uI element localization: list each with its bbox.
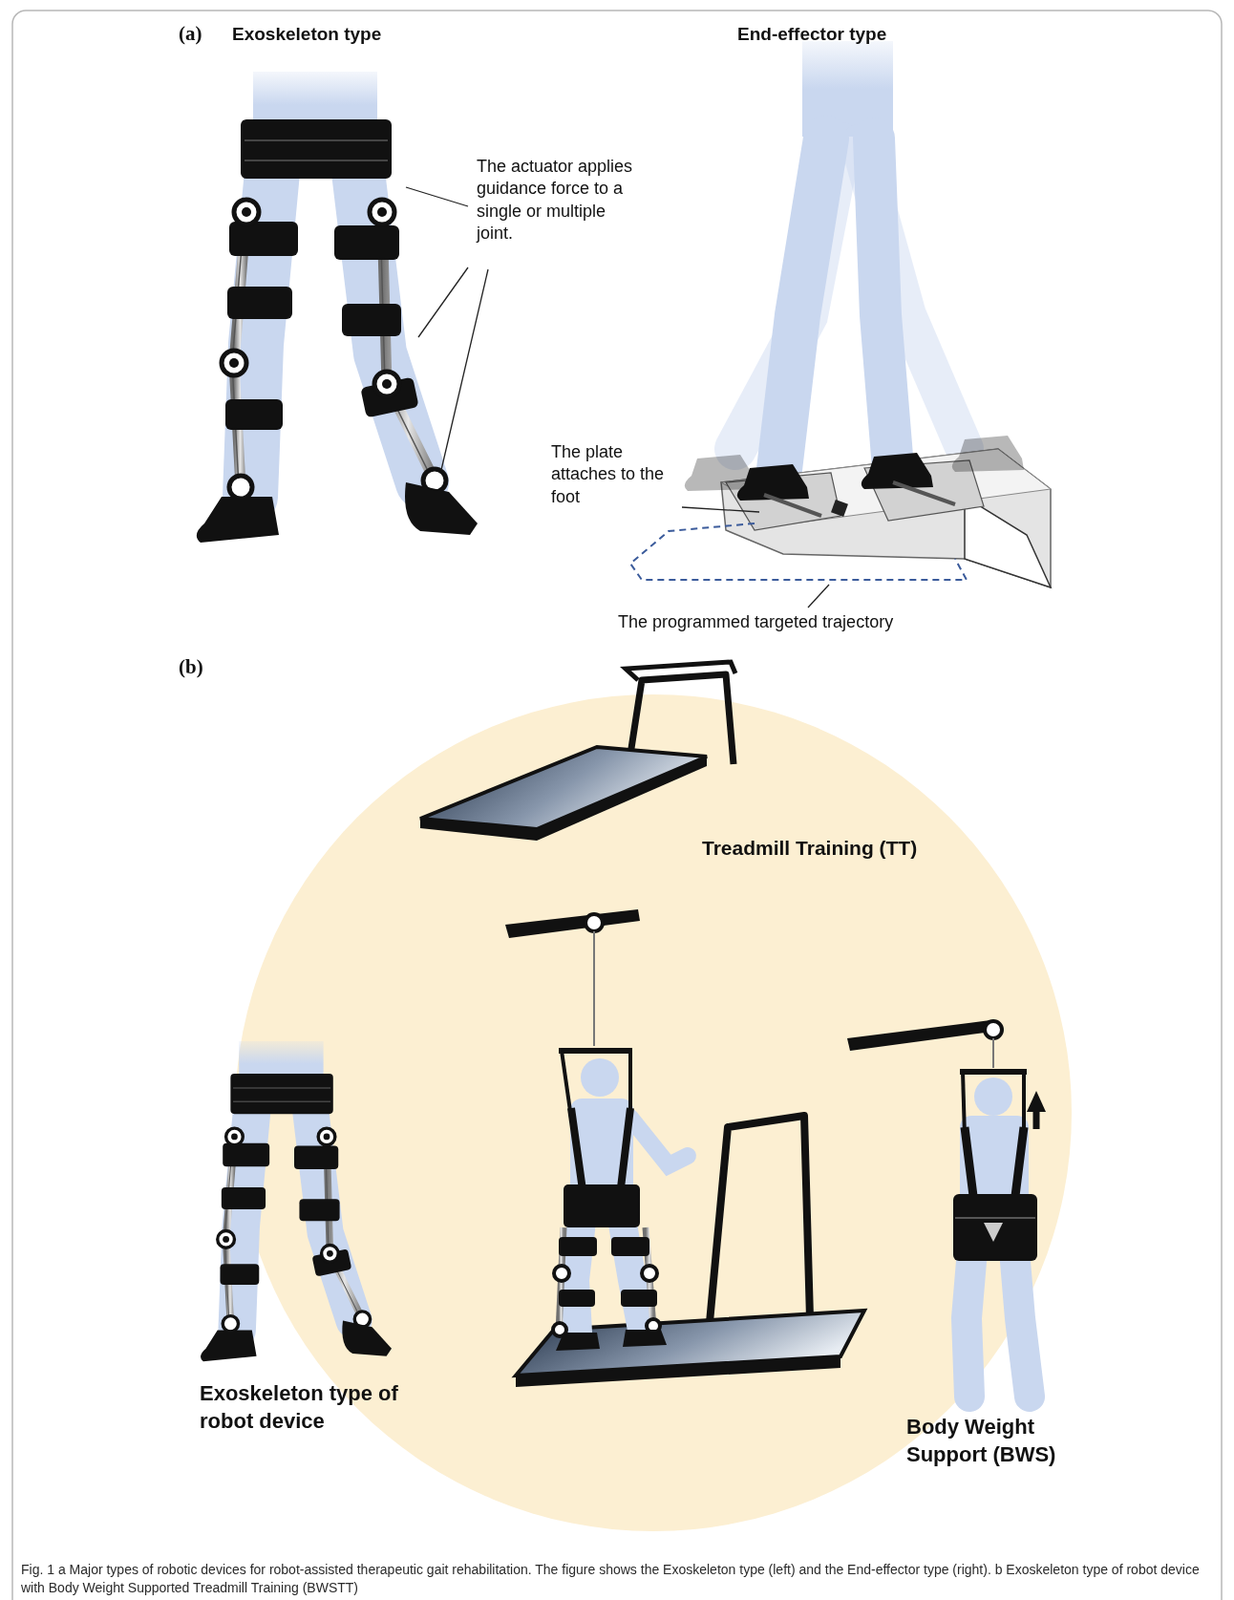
illustration-part — [200, 1041, 392, 1362]
annotation: The programmed targeted trajectory — [617, 611, 962, 634]
illustration-part — [620, 1289, 658, 1307]
illustration-part — [420, 818, 537, 841]
illustration-part — [847, 1020, 993, 1051]
illustration-part — [964, 496, 1051, 588]
illustration-part — [1033, 1109, 1041, 1129]
illustration-part — [536, 756, 707, 841]
illustration-part — [953, 1193, 1038, 1261]
context-circle — [234, 694, 1072, 1532]
illustration-part — [585, 914, 603, 932]
end-effector-illustration — [630, 41, 1051, 588]
illustration-part — [418, 267, 469, 338]
illustration-part — [574, 1212, 583, 1333]
exoskeleton-illustration — [200, 1041, 392, 1362]
illustration-part — [778, 138, 827, 478]
illustration-part — [630, 523, 967, 580]
illustration-part — [952, 435, 1024, 472]
illustration-part — [974, 1077, 1013, 1116]
illustration-part — [684, 435, 1024, 491]
illustration-part — [558, 1289, 596, 1307]
component-label: Exoskeleton type of robot device — [199, 1380, 418, 1435]
annotation: The actuator applies guidance force to a… — [476, 155, 647, 246]
panel-letter: (b) — [178, 654, 227, 681]
leader-lines — [405, 187, 489, 470]
illustration-part — [555, 1332, 600, 1351]
illustration-part — [563, 1184, 640, 1228]
illustration-part — [962, 1071, 965, 1137]
illustration-part — [959, 1068, 1027, 1075]
illustration-part — [622, 1329, 667, 1347]
component-label: Treadmill Training (TT) — [702, 834, 1008, 861]
illustration-part — [628, 1050, 633, 1118]
illustration-part — [558, 1236, 597, 1256]
component-label: Body Weight Support (BWS) — [906, 1413, 1067, 1469]
illustration-part — [984, 1021, 1002, 1039]
illustration-part — [955, 1216, 1036, 1219]
illustration-part — [405, 187, 469, 207]
illustration-part — [611, 1236, 650, 1256]
illustration-part — [420, 746, 707, 830]
panel-title: Exoskeleton type — [232, 22, 443, 47]
figure-caption: Fig. 1 a Major types of robotic devices … — [21, 1560, 1215, 1597]
illustration-part — [558, 1047, 633, 1054]
illustration-part — [830, 499, 849, 517]
leader-lines — [681, 507, 830, 608]
illustration-part — [515, 1356, 841, 1387]
illustration-part — [641, 1265, 658, 1281]
treadmill-illustration — [420, 661, 736, 841]
illustration-part — [764, 494, 822, 516]
illustration-part — [441, 269, 489, 470]
illustration-part — [1021, 1071, 1026, 1137]
illustration-part — [580, 1058, 619, 1097]
figure-frame — [12, 10, 1222, 1600]
illustration-part — [1026, 1090, 1046, 1112]
illustration-part — [737, 464, 809, 501]
illustration-part — [561, 1050, 572, 1118]
illustration-part — [625, 661, 736, 681]
panel-title: End-effector type — [737, 22, 948, 47]
illustration-part — [630, 1117, 688, 1166]
illustration-part — [620, 1212, 642, 1330]
illustration-part — [593, 931, 596, 1046]
panel-letter: (a) — [178, 21, 227, 47]
illustration-part — [964, 1127, 1024, 1204]
illustration-part — [808, 584, 830, 608]
illustration-part — [893, 482, 956, 505]
illustration-part — [505, 909, 640, 938]
bwstt-illustration — [505, 909, 865, 1387]
illustration-part — [983, 1222, 1003, 1242]
bws-illustration — [847, 1020, 1046, 1397]
illustration-part — [553, 1265, 570, 1281]
illustration-part — [992, 1038, 995, 1068]
annotation: The plate attaches to the foot — [551, 441, 678, 509]
illustration-part — [681, 507, 760, 512]
illustration-part — [708, 1115, 810, 1333]
exoskeleton-illustration — [196, 71, 478, 543]
illustration-part — [873, 138, 894, 469]
illustration-part — [196, 71, 478, 543]
